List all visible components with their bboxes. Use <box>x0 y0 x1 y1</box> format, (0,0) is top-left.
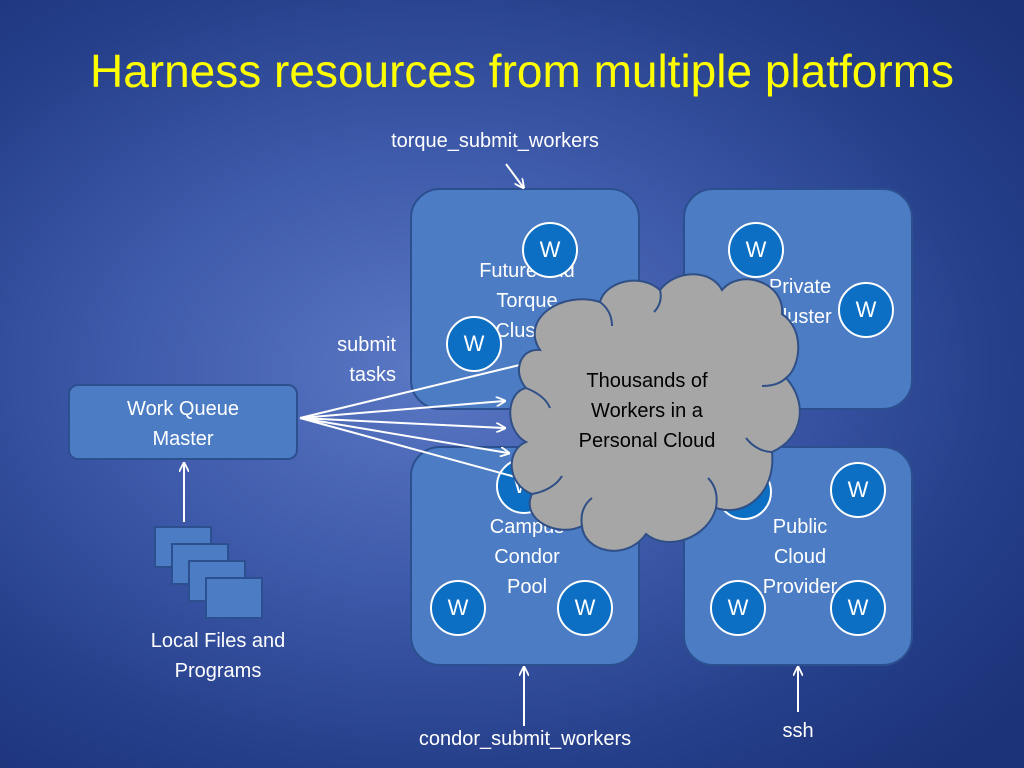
cloud-label-line1: Thousands of <box>586 370 708 392</box>
submit-arrow-3 <box>299 417 504 428</box>
local-files-label: Local Files and Programs <box>108 626 328 686</box>
local-files-line1: Local Files and <box>150 630 286 652</box>
work-queue-master-box: Work Queue Master <box>68 384 298 460</box>
worker-campus-3: W <box>557 580 613 636</box>
submit-tasks-line2: tasks <box>349 364 396 386</box>
submit-arrow-2 <box>299 401 504 419</box>
submit-tasks-line1: submit <box>337 334 396 356</box>
submit-arrow-5 <box>299 417 530 481</box>
file-icon-4 <box>205 577 263 619</box>
worker-public-4: W <box>830 580 886 636</box>
worker-public-3: W <box>710 580 766 636</box>
worker-futuregrid-1: W <box>522 222 578 278</box>
ssh-label: ssh <box>782 720 814 742</box>
submit-arrows <box>299 362 532 481</box>
torque-submit-arrow <box>505 163 523 187</box>
local-files-line2: Programs <box>174 660 262 682</box>
campus-label-line2: Condor <box>494 546 560 568</box>
cloud-label: Thousands of Workers in a Personal Cloud <box>552 366 742 456</box>
private-label-line1: Private <box>768 276 832 298</box>
campus-label-line3: Pool <box>506 576 548 598</box>
worker-private-2: W <box>838 282 894 338</box>
worker-private-1: W <box>728 222 784 278</box>
worker-campus-2: W <box>430 580 486 636</box>
public-label: Public Cloud Provider <box>725 512 875 602</box>
cloud-label-line2: Workers in a <box>591 400 703 422</box>
personal-cloud-shape <box>509 273 801 552</box>
cloud-label-line3: Personal Cloud <box>578 430 716 452</box>
submit-arrow-4 <box>299 417 508 453</box>
submit-tasks-label: submit tasks <box>300 330 396 390</box>
public-label-line1: Public <box>772 516 828 538</box>
torque-submit-label: torque_submit_workers <box>391 130 599 152</box>
worker-futuregrid-2: W <box>446 316 502 372</box>
master-label-line2: Master <box>152 428 214 450</box>
worker-public-2: W <box>830 462 886 518</box>
submit-arrow-1 <box>299 362 532 419</box>
futuregrid-label-line2: Torque <box>496 290 558 312</box>
public-label-line3: Provider <box>762 576 838 598</box>
slide-title: Harness resources from multiple platform… <box>89 45 955 97</box>
condor-submit-label: condor_submit_workers <box>418 728 632 750</box>
public-label-line2: Cloud <box>773 546 827 568</box>
master-label-line1: Work Queue <box>127 398 239 420</box>
cloud-inner-arcs <box>525 289 787 527</box>
